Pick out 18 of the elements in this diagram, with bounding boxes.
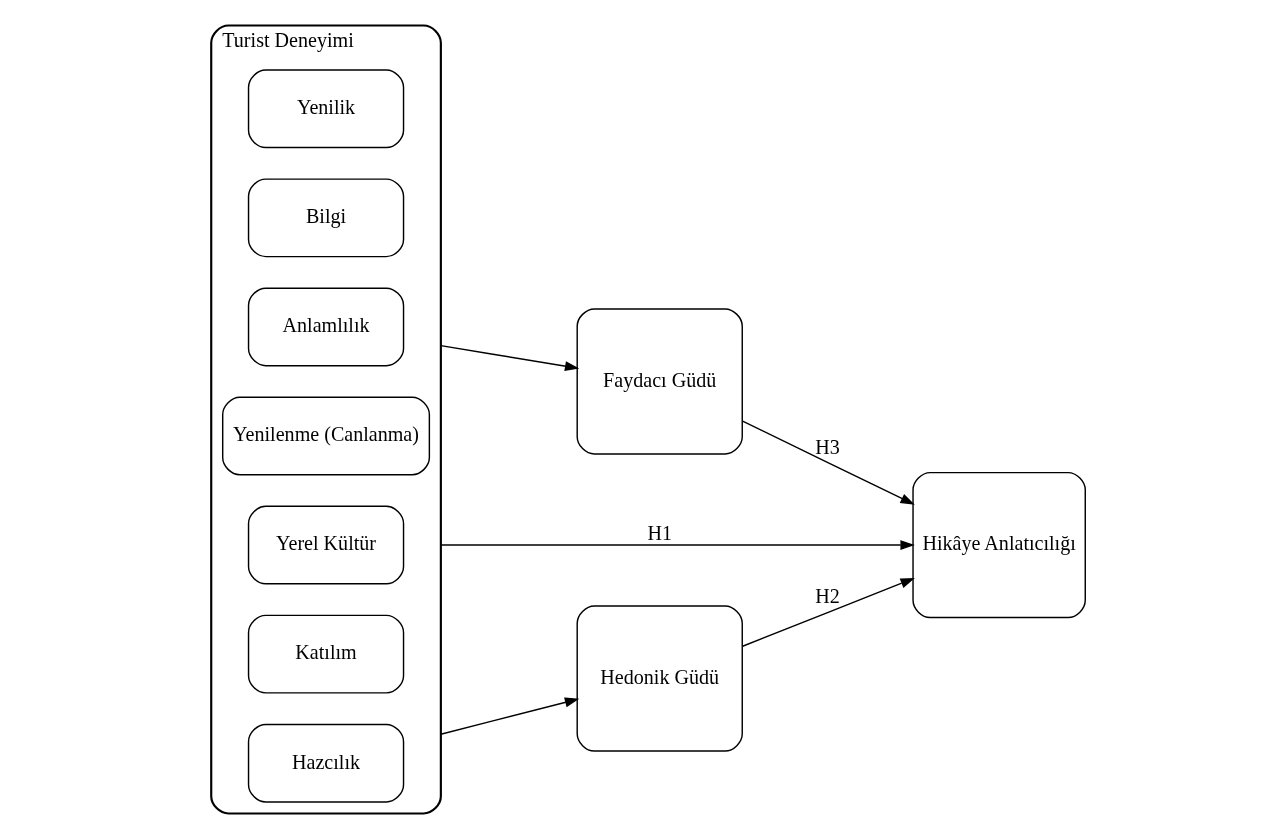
edge-label: H1 <box>647 521 672 544</box>
node-box: Yerel Kültür <box>247 505 405 585</box>
node-box: Hedonik Güdü <box>576 605 743 752</box>
arrow <box>440 540 915 551</box>
node-box: Anlamlılık <box>247 287 405 367</box>
arrow <box>741 420 915 505</box>
edge-label: H2 <box>815 584 840 607</box>
node-box: Katılım <box>247 614 405 694</box>
arrow <box>440 697 580 735</box>
node-box: Hazcılık <box>247 723 405 803</box>
arrow <box>440 344 580 372</box>
node-box: Faydacı Güdü <box>576 308 743 455</box>
edge-label: H3 <box>815 435 840 458</box>
node-box: Yenilik <box>247 69 405 149</box>
node-box: Bilgi <box>247 178 405 258</box>
node-box: Hikâye Anlatıcılığı <box>912 471 1086 619</box>
node-box: Yenilenme (Canlanma) <box>222 396 431 476</box>
arrow <box>741 577 915 647</box>
